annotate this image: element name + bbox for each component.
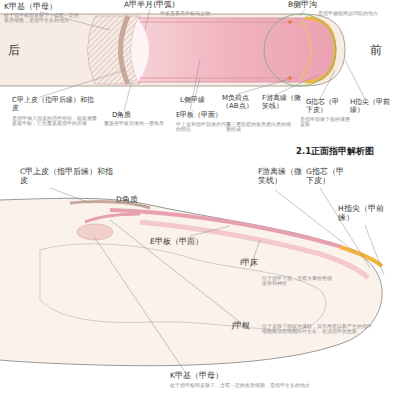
part-note: 是指甲插入指皮的活性组织，能延展覆盖着甲根，它也覆盖着指甲的后缘 xyxy=(12,116,98,127)
part-note: 处于指甲根部皮肤下，含有一定的角质细胞，是指甲生长的地方 xyxy=(170,383,320,388)
part-label: D角质 xyxy=(112,111,152,119)
part-label: I甲床 xyxy=(240,259,280,268)
part-note: 处于指甲根部皮肤下，含有一定的角质细胞，是指甲生长的地方 xyxy=(4,13,82,24)
part-label: E甲板（甲面） xyxy=(176,111,226,119)
part-label: D角质 xyxy=(116,196,156,205)
part-note: 位于指甲下面，含有大量的毛细血管和神经 xyxy=(262,276,334,287)
part-note: 有三层坚硬的角质蛋白质的细胞组成 xyxy=(226,122,292,133)
leader-lines xyxy=(40,9,365,111)
part-label: 前 xyxy=(370,44,390,58)
part-label: M负荷点（AB点） xyxy=(222,94,264,110)
part-label: A甲半月(甲弧) xyxy=(124,1,204,10)
part-note: 甲上皮和指甲前缘所代表的部位 xyxy=(176,122,232,133)
part-label: C甲上皮（指甲后缘）和指皮 xyxy=(12,96,98,112)
part-note: 覆盖在甲板后缘的一层角质 xyxy=(104,121,166,126)
part-note: 是指甲侧面两边凹陷的地方 xyxy=(318,11,398,16)
leader-lines xyxy=(50,188,384,372)
figure-caption: 2.1正面指甲解析图 xyxy=(296,146,400,158)
part-label: B侧甲沟 xyxy=(288,1,348,10)
part-label: C甲上皮（指甲后缘）和指皮 xyxy=(20,168,120,185)
part-note: 位于皮肤下面较为薄软，其作用是以新产生的指甲细胞推动老细胞向外生长，促进指甲的更… xyxy=(262,324,372,335)
part-label: G指芯（甲下皮） xyxy=(306,98,346,114)
part-label: L侧甲缘 xyxy=(180,96,220,104)
part-note: 甲板是看见甲根与之物 xyxy=(160,11,260,16)
part-note: 是指甲前缘下面的薄层皮肤 xyxy=(300,117,350,128)
part-label: K甲基（甲母） xyxy=(170,372,250,381)
front-view xyxy=(0,14,345,86)
side-view xyxy=(0,198,382,365)
part-label: H指尖（甲前缘） xyxy=(338,205,390,222)
part-label: F游离缘（微笑线） xyxy=(258,168,304,185)
part-label: F游离缘（微笑线） xyxy=(262,94,306,110)
part-label: E甲板（甲面） xyxy=(150,238,220,247)
part-label: G指芯（甲下皮） xyxy=(306,168,350,185)
part-label: 后 xyxy=(8,44,28,58)
part-label: H指尖（甲前缘） xyxy=(350,98,398,114)
part-label: K甲基（甲母） xyxy=(4,3,94,12)
